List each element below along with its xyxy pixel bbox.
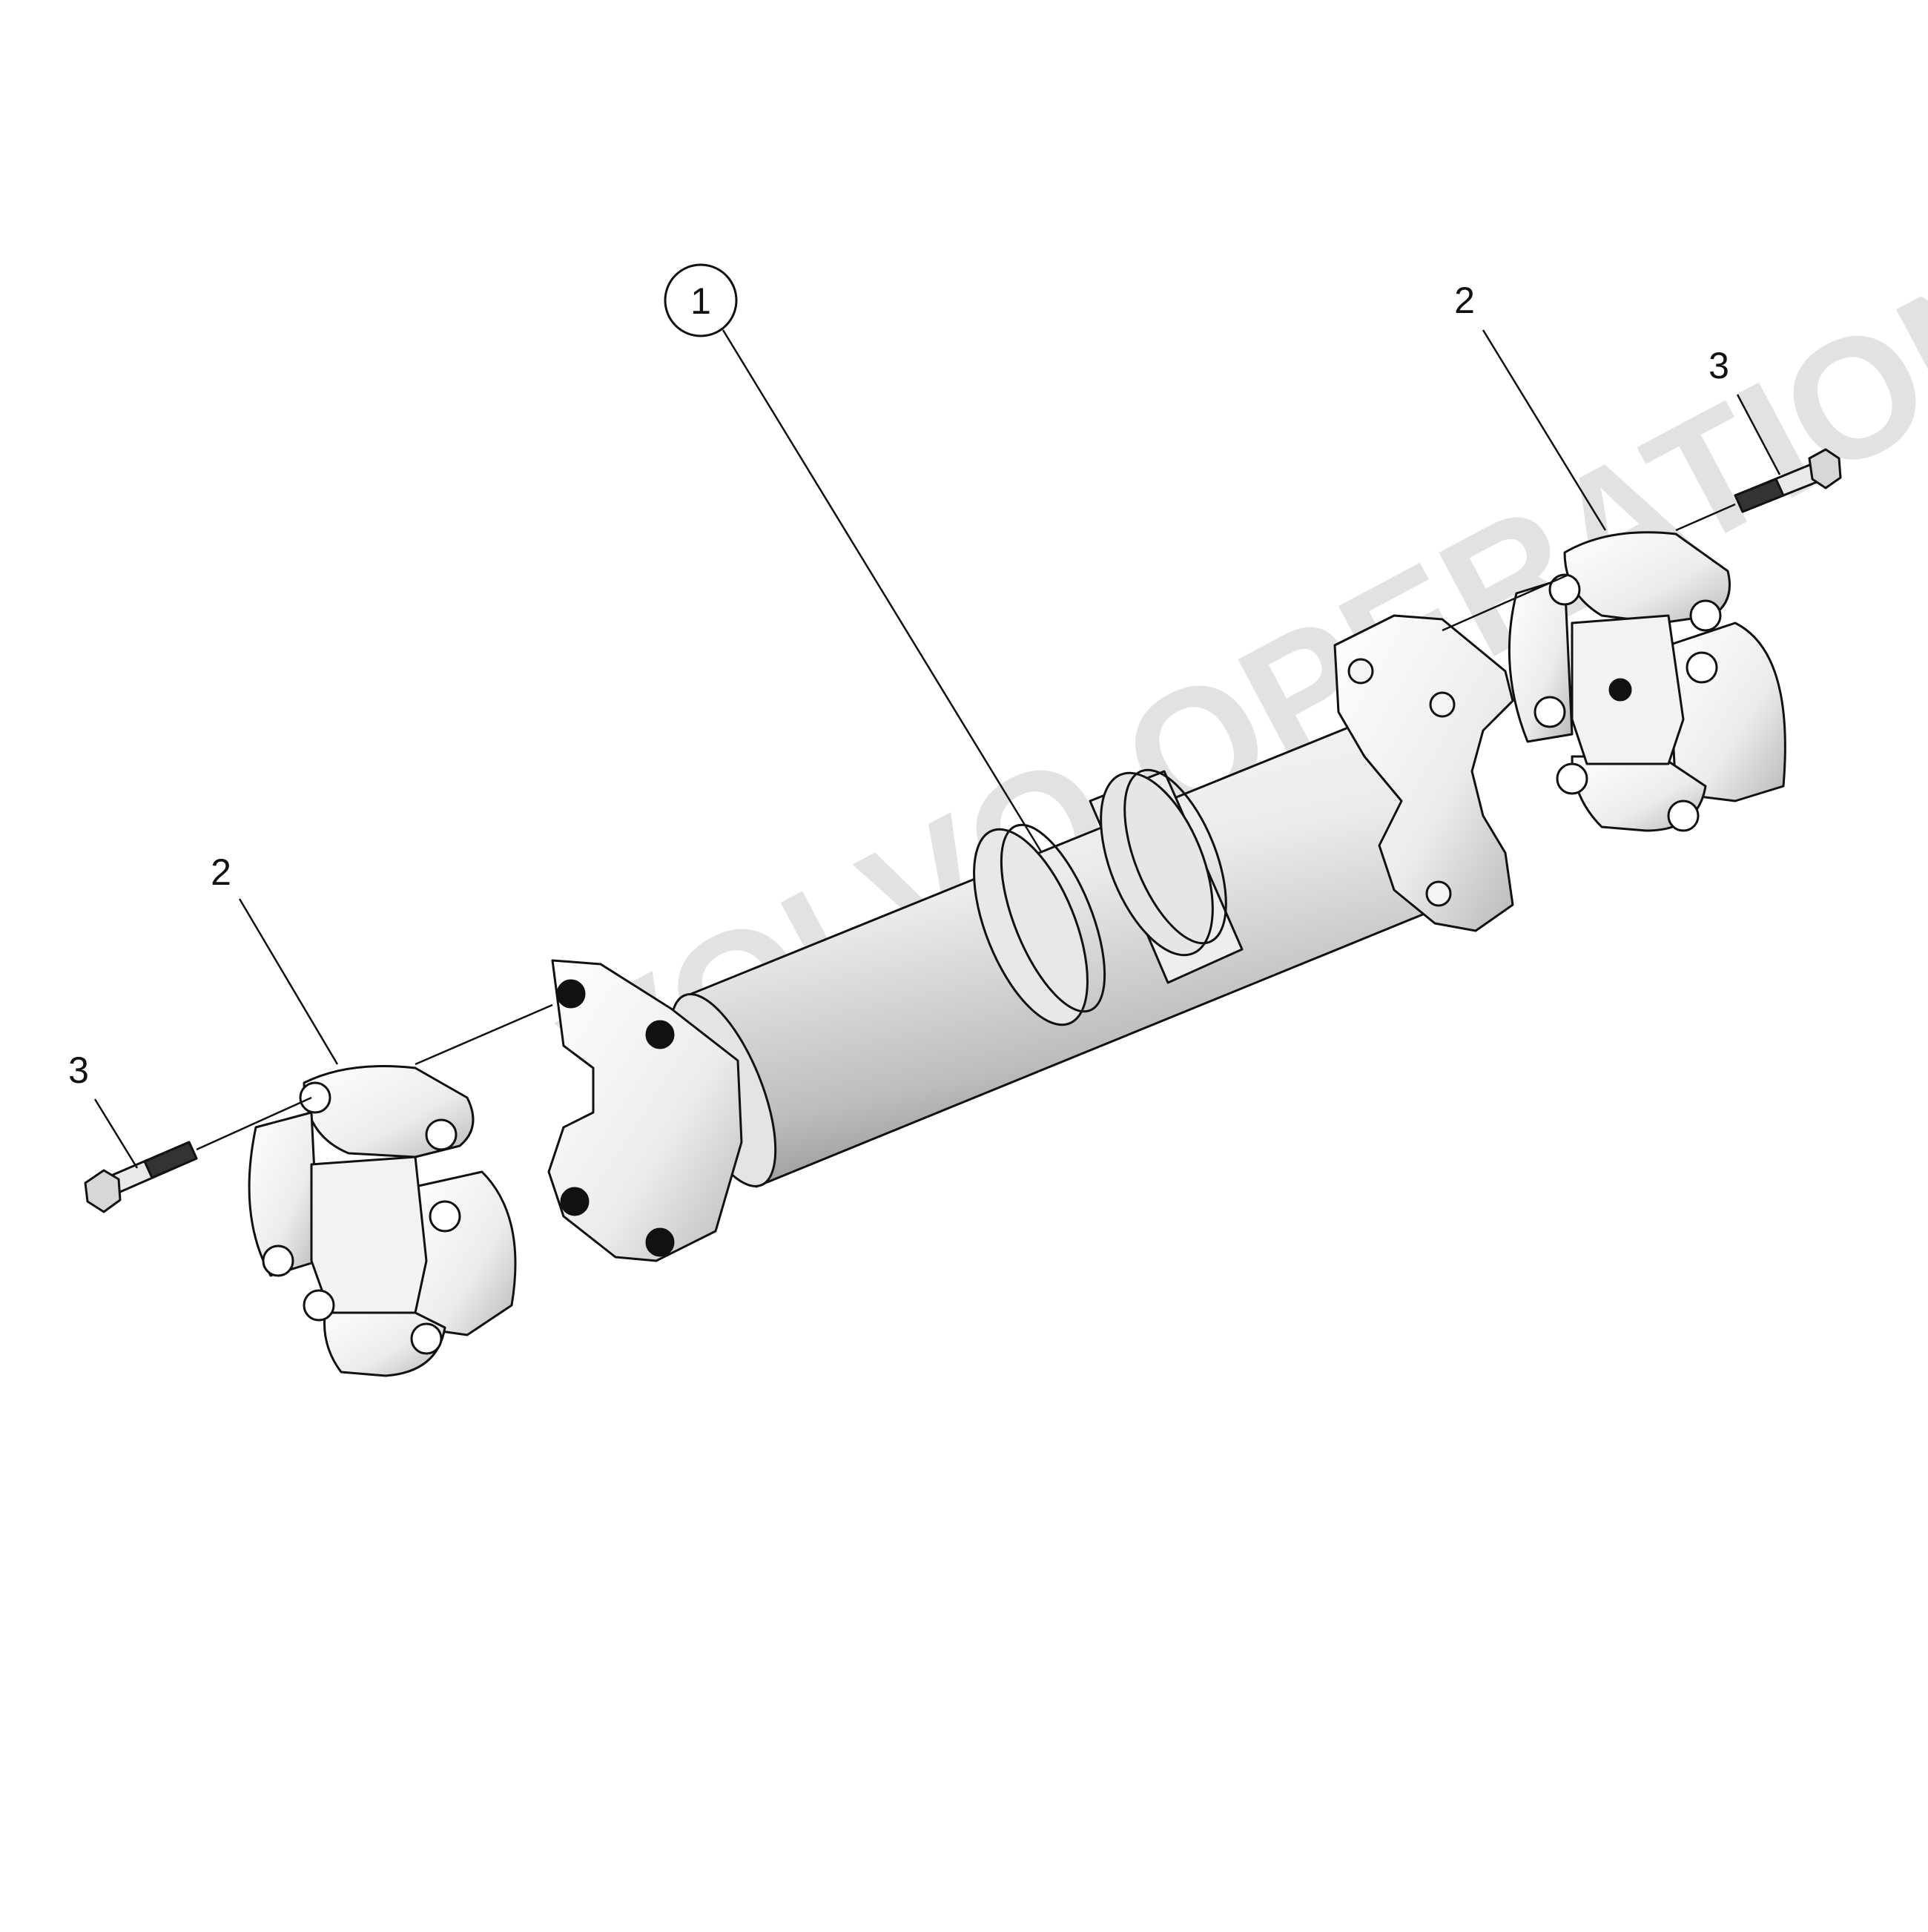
yoke-right-bolt-hole-upper — [1429, 691, 1456, 718]
centerline-right-lower — [1675, 503, 1736, 532]
universal-joint-left — [248, 1065, 517, 1377]
callout-1: 1 — [664, 263, 1043, 854]
yoke-right-bolt-hole-lower — [1425, 880, 1452, 907]
callout-3-right-label: 3 — [1709, 345, 1729, 386]
ujoint-right-hole-c — [1534, 696, 1566, 728]
callout-1-circle — [664, 263, 738, 337]
grease-fitting-icon — [1608, 678, 1632, 702]
ujoint-left-hole-c — [262, 1244, 294, 1277]
ujoint-left-hole-a — [299, 1081, 331, 1114]
tube-yoke-left — [547, 959, 743, 1262]
ujoint-left-hole-f — [429, 1200, 461, 1233]
ujoint-left-hole-e — [410, 1322, 443, 1355]
ujoint-left-cap-left — [248, 1111, 320, 1277]
callout-3-left-label: 3 — [68, 1049, 89, 1091]
yoke-left-bolt-hole-bottom — [645, 1227, 675, 1257]
ujoint-left-cross — [310, 1155, 428, 1314]
callout-2-left-leader — [238, 898, 339, 1065]
shaft-ring-right — [1100, 771, 1214, 957]
callout-1-label: 1 — [690, 280, 711, 322]
universal-joint-right — [1508, 531, 1786, 832]
bolt-right-head — [1808, 448, 1842, 489]
callout-2-right-label: 2 — [1454, 280, 1475, 321]
bolt-left — [84, 1141, 198, 1213]
ujoint-left-cap-right — [414, 1170, 517, 1336]
centerline-right-upper — [1442, 573, 1569, 632]
ujoint-right-hole-b — [1689, 599, 1722, 632]
callout-3-left: 3 — [68, 1049, 139, 1169]
callout-1-leader — [722, 329, 1043, 854]
shaft-ring-right-inner — [1123, 768, 1227, 945]
bolt-right — [1734, 448, 1842, 513]
callout-2-left: 2 — [211, 851, 339, 1065]
ujoint-left-hole-b — [425, 1118, 458, 1151]
ujoint-right-hole-a — [1548, 573, 1581, 606]
yoke-left-bolt-hole-upper — [645, 1020, 675, 1049]
callout-3-right: 3 — [1709, 345, 1781, 475]
ujoint-right-hole-d — [1556, 762, 1588, 795]
ujoint-left-hole-d — [303, 1289, 335, 1322]
drive-shaft-assembly — [547, 614, 1514, 1262]
bolt-left-head — [84, 1169, 122, 1213]
assembly-centerlines — [196, 503, 1736, 1151]
callout-3-right-leader — [1736, 394, 1781, 475]
bolt-right-thread — [1734, 478, 1785, 513]
callout-2-right-leader — [1482, 329, 1607, 531]
bolt-left-thread — [143, 1141, 198, 1179]
yoke-left-bolt-hole-top — [556, 979, 586, 1009]
ujoint-right-hole-e — [1667, 799, 1700, 832]
callout-3-left-leader — [93, 1098, 139, 1169]
yoke-left-bolt-hole-lower — [560, 1187, 590, 1216]
callout-2-right: 2 — [1454, 280, 1607, 531]
centerline-left-lower — [196, 1096, 312, 1151]
slip-yoke-right — [1333, 614, 1514, 932]
yoke-right-bolt-hole-top — [1347, 658, 1374, 685]
ujoint-right-hole-f — [1686, 651, 1718, 684]
callout-2-left-label: 2 — [211, 851, 231, 893]
centerline-left-upper — [415, 1003, 553, 1066]
shaft-ring-center-inner — [1000, 823, 1106, 1013]
